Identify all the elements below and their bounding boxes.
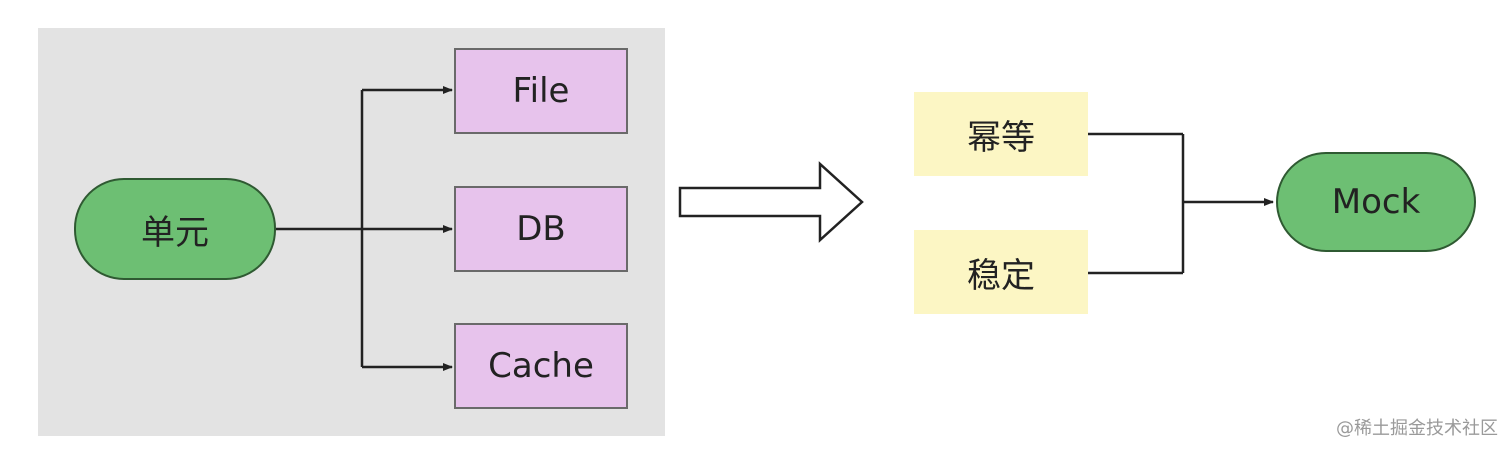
- mock-node: Mock: [1276, 152, 1476, 252]
- transition-arrow: [678, 161, 864, 243]
- db-node: DB: [454, 186, 628, 272]
- idempotent-node: 幂等: [914, 92, 1088, 176]
- watermark: @稀土掘金技术社区: [1336, 418, 1498, 439]
- stable-node: 稳定: [914, 230, 1088, 314]
- unit-node: 单元: [74, 178, 276, 280]
- cache-node: Cache: [454, 323, 628, 409]
- file-node: File: [454, 48, 628, 134]
